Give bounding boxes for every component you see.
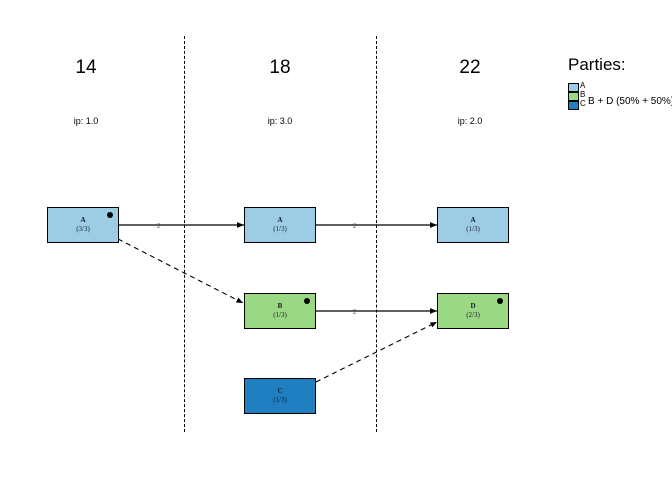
node-sublabel: (2/3) bbox=[466, 311, 480, 319]
column-title: 22 bbox=[459, 57, 481, 78]
node-label: C bbox=[277, 387, 283, 395]
column-ip-value: ip: 2.0 bbox=[457, 116, 483, 126]
legend-body: A B C B + D (50% + 50%) bbox=[568, 81, 672, 121]
node-d-col22[interactable]: D (2/3) bbox=[437, 293, 509, 329]
node-label: A bbox=[80, 216, 86, 224]
column-title: 18 bbox=[269, 57, 291, 78]
legend-key-b: B bbox=[580, 90, 586, 99]
column-header-14: 14 ip: 1.0 bbox=[6, 57, 166, 127]
legend-swatch-column bbox=[568, 83, 579, 110]
legend-key-c: C bbox=[580, 99, 586, 108]
legend-swatch-b bbox=[568, 92, 579, 101]
column-ip-value: ip: 3.0 bbox=[267, 116, 293, 126]
column-header-22: 22 ip: 2.0 bbox=[390, 57, 550, 127]
legend: Parties: A B C B + D (50% + 50%) bbox=[568, 55, 672, 121]
legend-combo-label: B + D (50% + 50%) bbox=[588, 96, 672, 107]
edge-label-a18-a22: 2 bbox=[353, 222, 357, 230]
column-divider-2 bbox=[376, 36, 377, 432]
node-status-dot bbox=[304, 298, 310, 304]
edge-label-b18-d22: 2 bbox=[353, 308, 357, 316]
legend-swatch-c bbox=[568, 101, 579, 110]
edge-c18-to-d22-dashed bbox=[315, 321, 438, 383]
node-label: A bbox=[277, 216, 283, 224]
node-a-col14[interactable]: A (3/3) bbox=[47, 207, 119, 243]
column-title: 14 bbox=[75, 57, 97, 78]
node-sublabel: (1/3) bbox=[466, 225, 480, 233]
legend-title: Parties: bbox=[568, 55, 626, 74]
node-a-col18[interactable]: A (1/3) bbox=[244, 207, 316, 243]
legend-swatch-a bbox=[568, 83, 579, 92]
column-header-18: 18 ip: 3.0 bbox=[200, 57, 360, 127]
node-sublabel: (1/3) bbox=[273, 396, 287, 404]
column-divider-1 bbox=[184, 36, 185, 432]
column-ip-value: ip: 1.0 bbox=[73, 116, 99, 126]
node-label: B bbox=[277, 302, 283, 310]
node-sublabel: (1/3) bbox=[273, 311, 287, 319]
node-status-dot bbox=[107, 212, 113, 218]
node-a-col22[interactable]: A (1/3) bbox=[437, 207, 509, 243]
node-label: D bbox=[470, 302, 476, 310]
edge-label-a14-a18: 2 bbox=[157, 222, 161, 230]
edge-a14-to-b18-dashed bbox=[117, 238, 244, 304]
node-c-col18[interactable]: C (1/3) bbox=[244, 378, 316, 414]
legend-key-a: A bbox=[580, 81, 586, 90]
node-status-dot bbox=[497, 298, 503, 304]
node-sublabel: (1/3) bbox=[273, 225, 287, 233]
node-sublabel: (3/3) bbox=[76, 225, 90, 233]
legend-key-column: A B C bbox=[580, 81, 590, 108]
node-label: A bbox=[470, 216, 476, 224]
node-b-col18[interactable]: B (1/3) bbox=[244, 293, 316, 329]
